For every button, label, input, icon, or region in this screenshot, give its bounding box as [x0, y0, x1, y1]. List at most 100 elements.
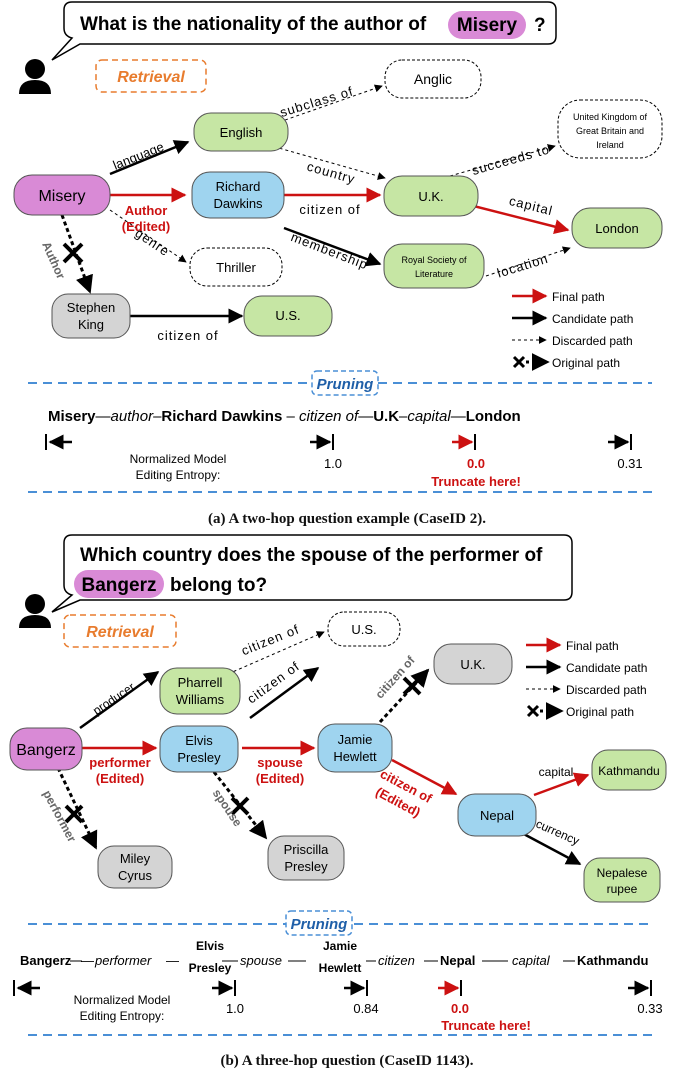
svg-text:U.K.: U.K.	[418, 189, 443, 204]
node-richard-dawkins: Richard Dawkins	[191, 171, 285, 219]
svg-text:Literature: Literature	[415, 269, 453, 279]
node-stephen-king: Stephen King	[51, 293, 131, 339]
legend-original-x-icon	[526, 704, 540, 718]
node-pharrell-williams: Pharrell Williams	[159, 667, 241, 715]
svg-text:U.S.: U.S.	[275, 308, 300, 323]
question-entity-highlight	[74, 570, 164, 598]
edge-citizen-of-elvis	[249, 666, 320, 720]
node-jamie-hewlett: Jamie Hewlett	[317, 723, 393, 773]
truncate-label: Truncate here!	[431, 474, 521, 489]
original-path-x-icon	[62, 242, 84, 264]
user-icon	[19, 59, 51, 94]
node-thriller: Thriller	[189, 247, 283, 287]
path-spouse: spouse	[240, 953, 282, 968]
svg-text:Dawkins: Dawkins	[213, 196, 263, 211]
entropy-value-1: 1.0	[226, 1001, 244, 1016]
entropy-marker-3	[608, 434, 632, 450]
svg-text:Misery: Misery	[38, 188, 85, 205]
legend-candidate-label: Candidate path	[566, 661, 647, 675]
svg-text:King: King	[78, 317, 104, 332]
legend-candidate-label: Candidate path	[552, 312, 633, 326]
node-london: London	[571, 207, 663, 249]
edge-label-citizen-of-c: citizen of	[372, 653, 418, 702]
node-uk: U.K.	[433, 643, 513, 685]
entropy-start-marker	[13, 980, 40, 996]
caption-a: (a) A two-hop question example (CaseID 2…	[208, 511, 486, 527]
path-jamie-1: Jamie	[323, 939, 357, 953]
panel-a: What is the nationality of the author of…	[13, 1, 663, 527]
edge-label-citizen-of-b: citizen of	[244, 658, 302, 706]
edge-label-citizen-of-a: citizen of	[239, 621, 301, 658]
node-uk: U.K.	[383, 175, 479, 217]
svg-text:rupee: rupee	[607, 882, 638, 896]
entropy-value-4: 0.33	[637, 1001, 662, 1016]
path-dash: —	[81, 953, 94, 968]
edge-label-capital: capital	[539, 765, 574, 779]
panel-b: Which country does the spouse of the per…	[9, 534, 667, 1069]
edge-label-location: location	[495, 251, 550, 281]
svg-text:Bangerz: Bangerz	[16, 742, 76, 759]
node-nepalese-rupee: Nepalese rupee	[583, 857, 661, 903]
question-text-line2: belong to?	[170, 575, 267, 596]
path-elvis-2: Presley	[189, 961, 232, 975]
edge-succeeds-to	[449, 144, 556, 177]
pruning-box	[285, 910, 353, 936]
entropy-start-marker	[45, 434, 72, 450]
legend-a: Final path Candidate path Discarded path…	[512, 288, 633, 371]
svg-text:Stephen: Stephen	[67, 300, 115, 315]
legend-original-label: Original path	[552, 356, 620, 370]
path-citizen: citizen	[378, 953, 415, 968]
edge-membership	[283, 226, 382, 267]
truncate-label: Truncate here!	[441, 1018, 531, 1033]
node-us: U.S.	[243, 295, 333, 337]
edge-label-capital: capital	[508, 193, 555, 218]
edge-label-producer: producer	[90, 680, 137, 718]
edge-capital	[533, 772, 590, 797]
edge-producer	[79, 670, 160, 730]
question-bubble	[51, 1, 557, 61]
edge-label-performer-edited-2: (Edited)	[96, 771, 144, 786]
node-royal-society: Royal Society of Literature	[383, 243, 485, 289]
path-kathmandu: Kathmandu	[577, 953, 649, 968]
user-icon	[19, 594, 51, 628]
path-bangerz: Bangerz	[20, 953, 72, 968]
question-text-line1: Which country does the spouse of the per…	[80, 545, 543, 566]
edge-label-membership: membership	[289, 229, 370, 272]
reasoning-path-a: Misery—author–Richard Dawkins – citizen …	[48, 408, 521, 425]
svg-text:Cyrus: Cyrus	[118, 868, 152, 883]
edge-label-subclass-of: subclass of	[278, 83, 355, 120]
svg-text:Jamie: Jamie	[338, 732, 373, 747]
original-path-x-icon	[402, 676, 422, 696]
question-entity-highlight	[448, 11, 526, 39]
edge-label-succeeds-to: succeeds to	[470, 141, 551, 178]
svg-text:U.K.: U.K.	[460, 657, 485, 672]
entropy-value-2: 0.0	[467, 456, 485, 471]
reasoning-path-b: Bangerz — performer — Elvis Presley spou…	[20, 939, 649, 975]
retrieval-box	[95, 59, 207, 93]
entropy-marker-1	[310, 434, 334, 450]
retrieval-box	[63, 614, 177, 648]
node-english: English	[193, 112, 289, 152]
edge-label-author-edited-2: (Edited)	[122, 219, 170, 234]
edge-citizen-edited	[391, 758, 458, 796]
edge-label-performer-edited-1: performer	[89, 755, 150, 770]
edge-label-spouse-edited-1: spouse	[257, 755, 303, 770]
question-entity: Bangerz	[82, 575, 157, 596]
svg-text:Hewlett: Hewlett	[333, 749, 377, 764]
entropy-label-2: Editing Entropy:	[136, 468, 221, 482]
node-miley-cyrus: Miley Cyrus	[97, 845, 173, 889]
node-nepal: Nepal	[457, 793, 537, 837]
svg-text:Nepal: Nepal	[480, 808, 514, 823]
svg-text:Kathmandu: Kathmandu	[598, 764, 659, 778]
legend-final-label: Final path	[552, 290, 605, 304]
edge-performer-original	[56, 767, 98, 850]
svg-text:Miley: Miley	[120, 851, 151, 866]
node-anglic: Anglic	[384, 59, 482, 99]
edge-subclass-of	[267, 84, 383, 127]
node-kathmandu: Kathmandu	[591, 749, 667, 791]
entropy-label-1: Normalized Model	[130, 452, 227, 466]
node-us: U.S.	[327, 611, 401, 647]
edge-label-country: country	[305, 159, 357, 187]
path-performer: performer	[94, 953, 152, 968]
